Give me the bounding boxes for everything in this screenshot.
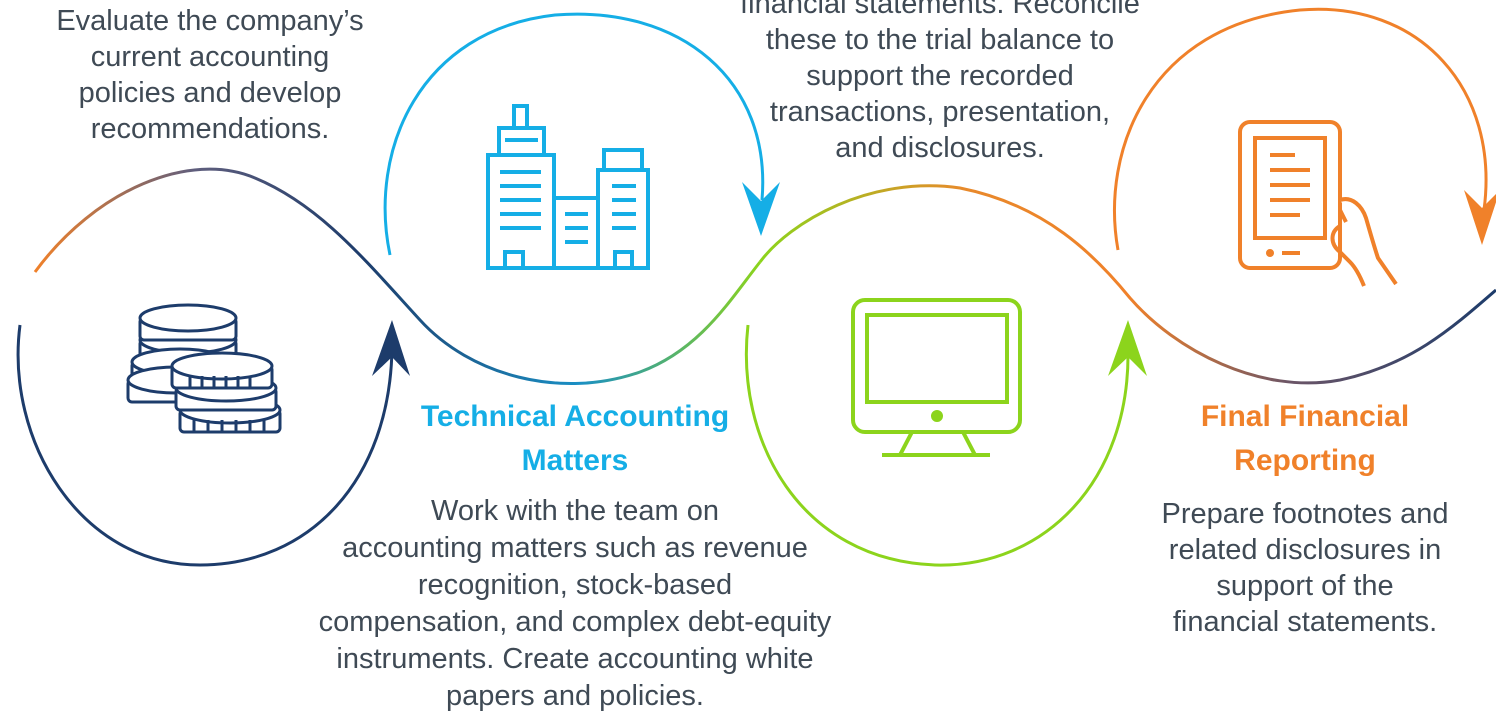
step-3-line-2: these to the trial balance to xyxy=(765,24,1115,56)
navy-arrowhead xyxy=(372,320,410,376)
office-building-icon xyxy=(486,104,650,270)
step-2-line-5: instruments. Create accounting white xyxy=(336,643,814,675)
step-2-title: Technical Accounting Matters xyxy=(360,395,790,483)
coins-icon xyxy=(126,303,282,434)
step-4-line-2: related disclosures in xyxy=(1168,534,1442,566)
step-4-title-line-1: Final Financial xyxy=(1200,400,1410,433)
step-4-line-4: financial statements. xyxy=(1172,606,1438,638)
computer-monitor-icon xyxy=(851,298,1022,457)
flow-wave-right xyxy=(758,184,1496,385)
step-4-title-line-2: Reporting xyxy=(1234,444,1376,477)
step-3-description: financial statements. Reconcile these to… xyxy=(700,0,1180,166)
step-2-line-6: papers and policies. xyxy=(446,680,704,712)
step-3-line-3: support the recorded xyxy=(806,60,1074,92)
step-1-line-2: current accounting xyxy=(90,41,330,73)
step-2-line-1: Work with the team on xyxy=(431,495,719,527)
green-arrowhead xyxy=(1108,320,1147,376)
step-3-line-1: financial statements. Reconcile xyxy=(740,0,1140,20)
step-2-title-line-2: Matters xyxy=(521,444,629,477)
step-4-title: Final Financial Reporting xyxy=(1140,395,1470,483)
step-1-line-1: Evaluate the company’s xyxy=(56,5,364,37)
navy-loop-arc xyxy=(16,324,394,567)
step-3-line-4: transactions, presentation, xyxy=(769,96,1111,128)
step-2-line-2: accounting matters such as revenue xyxy=(342,532,808,564)
step-4-description: Prepare footnotes and related disclosure… xyxy=(1120,496,1490,640)
step-2-title-line-1: Technical Accounting xyxy=(420,400,730,433)
step-1-description: Evaluate the company’s current accountin… xyxy=(0,3,420,147)
tablet-hand-icon xyxy=(1238,120,1398,287)
step-2-line-3: recognition, stock-based xyxy=(417,569,733,601)
step-4-line-1: Prepare footnotes and xyxy=(1161,498,1449,530)
step-2-description: Work with the team on accounting matters… xyxy=(250,493,900,715)
green-loop-arc xyxy=(744,324,1130,567)
step-1-line-4: recommendations. xyxy=(90,113,330,145)
flow-wave-left xyxy=(33,167,762,385)
blue-loop-arc xyxy=(383,12,765,256)
step-4-line-3: support of the xyxy=(1216,570,1394,602)
step-3-line-5: and disclosures. xyxy=(835,132,1045,164)
orange-arrowhead xyxy=(1464,190,1496,245)
orange-loop-arc xyxy=(1113,7,1488,251)
blue-arrowhead xyxy=(742,182,780,236)
step-2-line-4: compensation, and complex debt-equity xyxy=(318,606,832,638)
step-1-line-3: policies and develop xyxy=(78,77,342,109)
